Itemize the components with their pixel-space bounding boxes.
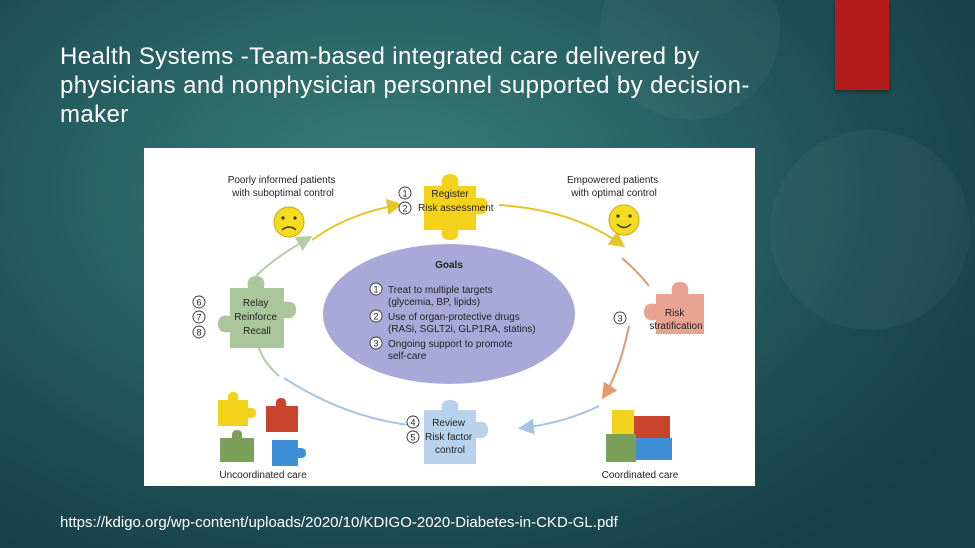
cycle-arrow-left-bottom [258, 347, 280, 377]
svg-text:3: 3 [617, 314, 622, 324]
review-puzzle-piece [424, 400, 488, 464]
step-badge-7: 7 [192, 310, 206, 324]
slide-title: Health Systems -Team-based integrated ca… [60, 43, 750, 128]
cycle-arrow-left [255, 236, 313, 277]
svg-text:1: 1 [373, 285, 378, 295]
risk-assessment-label: Risk assessment [418, 203, 494, 214]
care-model-diagram: Poorly informed patients with suboptimal… [144, 148, 755, 486]
step-badge-2: 2 [398, 201, 412, 215]
relay-label: Relay Reinforce Recall [234, 298, 280, 337]
review-label: Review Risk factor control [425, 418, 475, 456]
risk-stratification-puzzle-piece [644, 282, 704, 334]
svg-text:1: 1 [402, 189, 407, 199]
svg-text:4: 4 [410, 418, 415, 428]
goals-oval [323, 244, 575, 384]
goal-badge-2: 2 [369, 309, 383, 323]
step-badge-3: 3 [613, 311, 627, 325]
goal-item-2: Use of organ-protective drugs (RASi, SGL… [388, 312, 536, 335]
cycle-arrow-right-top [621, 257, 650, 287]
relay-puzzle-piece [218, 276, 296, 348]
cycle-arrow-bottom [518, 405, 600, 435]
step-badge-4: 4 [406, 415, 420, 429]
cycle-arrow-top-left [311, 198, 403, 241]
step-badge-8: 8 [192, 325, 206, 339]
svg-text:8: 8 [196, 328, 201, 338]
cycle-arrow-bottom-left [283, 377, 420, 427]
coordinated-puzzle-icon [606, 410, 672, 462]
goal-badge-3: 3 [369, 336, 383, 350]
step-badge-5: 5 [406, 430, 420, 444]
uncoordinated-care-label: Uncoordinated care [219, 470, 307, 481]
accent-tab [835, 0, 889, 90]
coordinated-care-label: Coordinated care [602, 470, 679, 481]
step-badge-6: 6 [192, 295, 206, 309]
goals-title: Goals [435, 260, 463, 271]
goal-item-1: Treat to multiple targets (glycemia, BP,… [388, 285, 495, 308]
goal-item-3: Ongoing support to promote self-care [388, 339, 515, 362]
svg-text:2: 2 [373, 312, 378, 322]
svg-text:5: 5 [410, 433, 415, 443]
svg-text:6: 6 [196, 298, 201, 308]
source-link[interactable]: https://kdigo.org/wp-content/uploads/202… [60, 514, 618, 531]
goal-badge-1: 1 [369, 282, 383, 296]
svg-text:2: 2 [402, 204, 407, 214]
cycle-arrow-right [601, 325, 630, 400]
svg-text:7: 7 [196, 313, 201, 323]
poor-patients-label: Poorly informed patients with suboptimal… [228, 175, 339, 199]
step-badge-1: 1 [398, 186, 412, 200]
uncoordinated-puzzle-icon [218, 392, 306, 466]
register-puzzle-piece [424, 174, 488, 240]
register-label: Register [431, 189, 469, 200]
empowered-patients-label: Empowered patients with optimal control [567, 175, 661, 199]
cycle-arrow-top [498, 204, 626, 248]
svg-text:3: 3 [373, 339, 378, 349]
sad-face-icon [273, 206, 305, 238]
risk-stratification-label: Risk stratification [649, 308, 702, 332]
background-circle [770, 130, 970, 330]
happy-face-icon [608, 204, 640, 236]
